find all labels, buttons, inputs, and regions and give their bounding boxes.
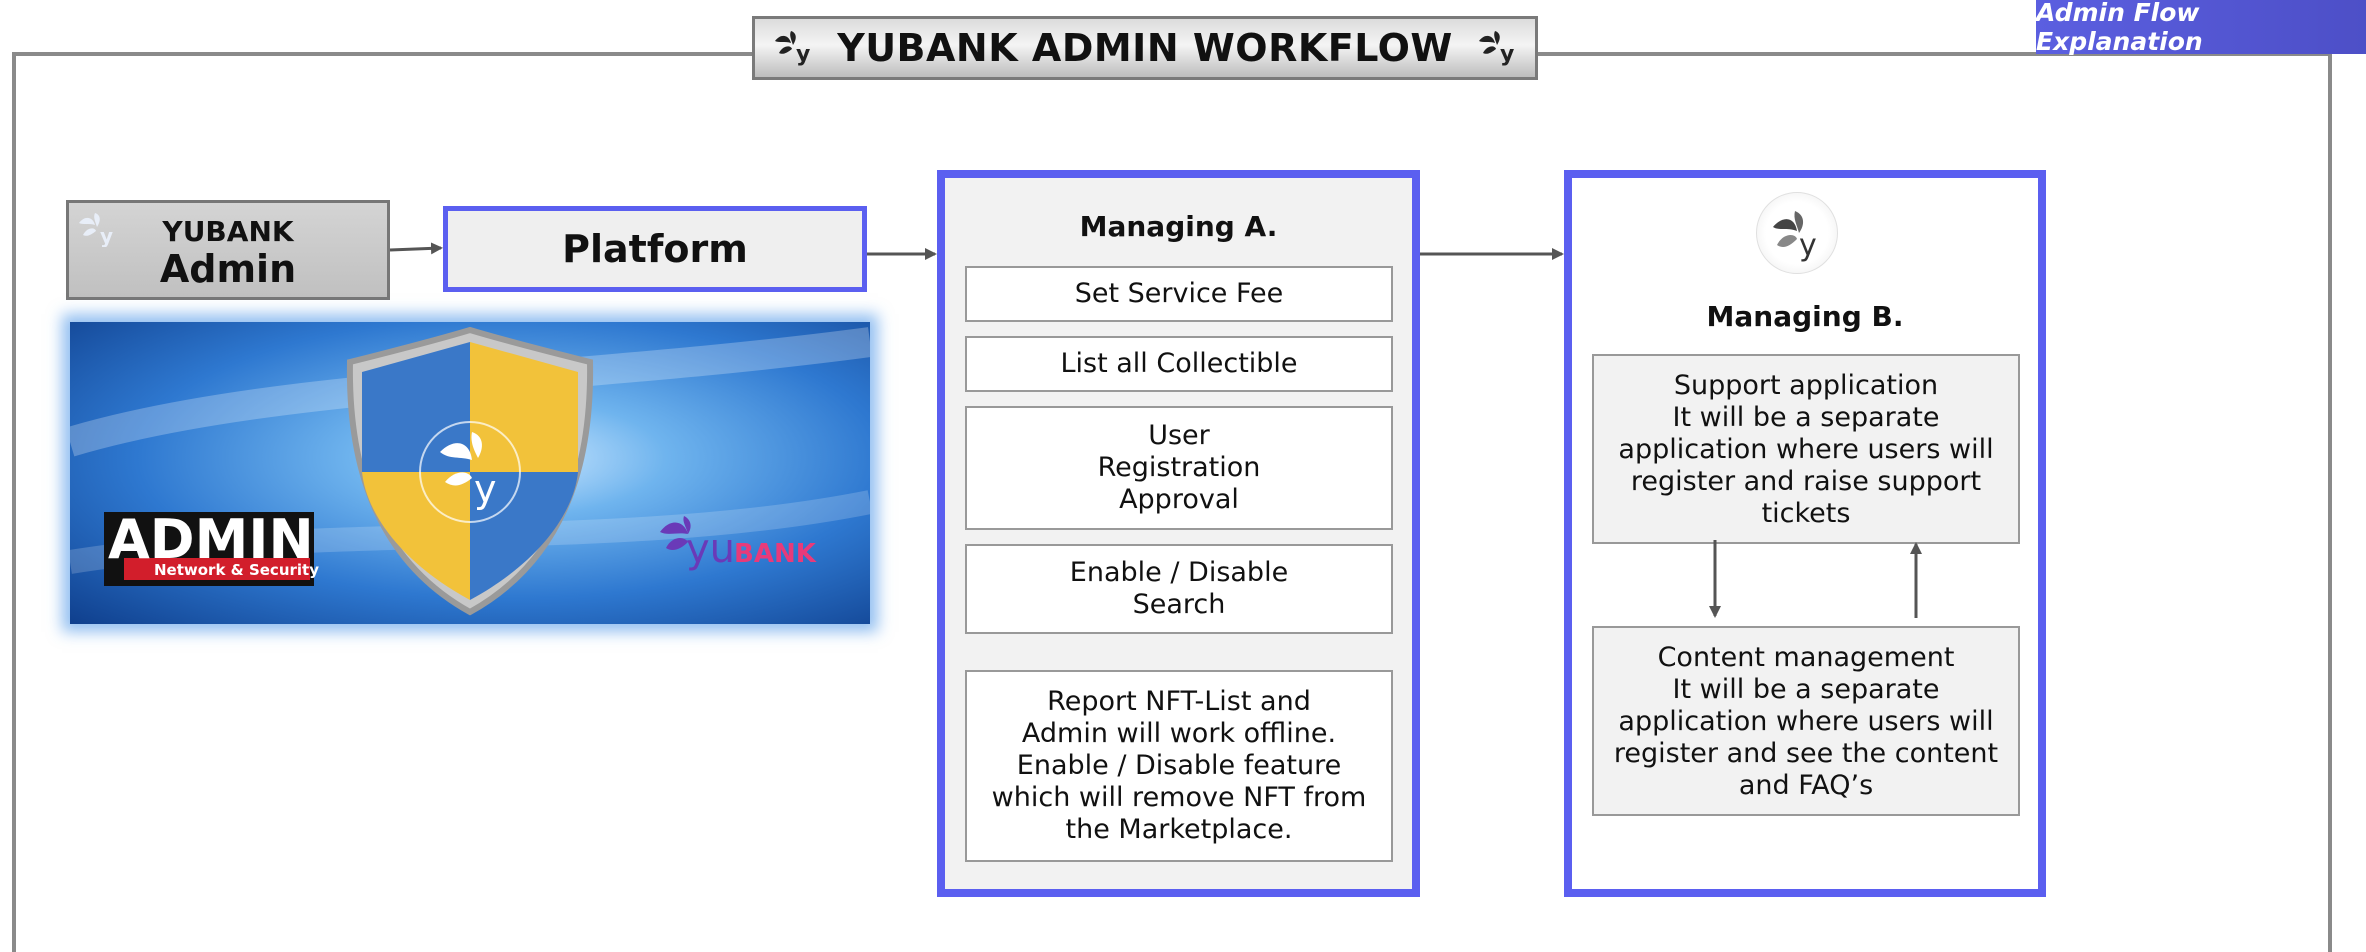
security-shield-illustration: y ADMIN Network & Security yu BANK	[70, 326, 870, 616]
brand-bank: BANK	[734, 539, 817, 569]
page-title: YUBANK ADMIN WORKFLOW	[837, 26, 1453, 70]
yubank-logo-icon: y	[1479, 31, 1515, 67]
page-title-banner: y YUBANK ADMIN WORKFLOW y	[752, 16, 1538, 80]
yubank-logo-icon: y	[1773, 211, 1817, 263]
yubank-logo-icon: y	[79, 213, 113, 247]
managing-b-title: Managing B.	[1706, 300, 1904, 333]
svg-text:y: y	[796, 42, 811, 67]
svg-text:y: y	[1500, 42, 1515, 67]
arrow-admin-to-platform	[389, 242, 443, 255]
yubank-logo-icon: y	[775, 31, 811, 67]
managing-a-item: Report NFT-List and Admin will work offl…	[965, 670, 1393, 862]
admin-badge: ADMIN Network & Security	[104, 508, 319, 586]
platform-node: Platform	[443, 206, 867, 292]
admin-security-banner: y ADMIN Network & Security yu BANK	[70, 322, 870, 624]
shield-icon: y	[346, 326, 594, 616]
managing-a-item: List all Collectible	[965, 336, 1393, 392]
admin-node-line1: YUBANK	[162, 215, 294, 248]
brand-yu: yu	[686, 526, 735, 572]
platform-label: Platform	[562, 227, 748, 271]
svg-text:y: y	[474, 467, 497, 511]
svg-text:y: y	[100, 224, 113, 247]
managing-a-title: Managing A.	[1079, 210, 1278, 243]
managing-a-item: Set Service Fee	[965, 266, 1393, 322]
managing-a-item: Enable / Disable Search	[965, 544, 1393, 634]
managing-b-item: Content management It will be a separate…	[1592, 626, 2020, 816]
managing-a-panel: Managing A. Set Service Fee List all Col…	[937, 170, 1420, 897]
admin-node-line2: Admin	[159, 247, 297, 291]
admin-badge-sub: Network & Security	[154, 561, 319, 579]
managing-b-item: Support application It will be a separat…	[1592, 354, 2020, 544]
managing-a-item: User Registration Approval	[965, 406, 1393, 530]
managing-b-panel: Managing B. Support application It will …	[1564, 170, 2046, 897]
yubank-logo-circle: y	[1756, 192, 1838, 274]
svg-text:y: y	[1799, 228, 1817, 263]
admin-badge-word: ADMIN	[108, 508, 314, 571]
section-tag: Admin Flow Explanation	[2036, 0, 2366, 56]
yubank-brand-logo: yu BANK	[660, 516, 817, 572]
yubank-admin-node: y YUBANK Admin	[66, 200, 390, 300]
